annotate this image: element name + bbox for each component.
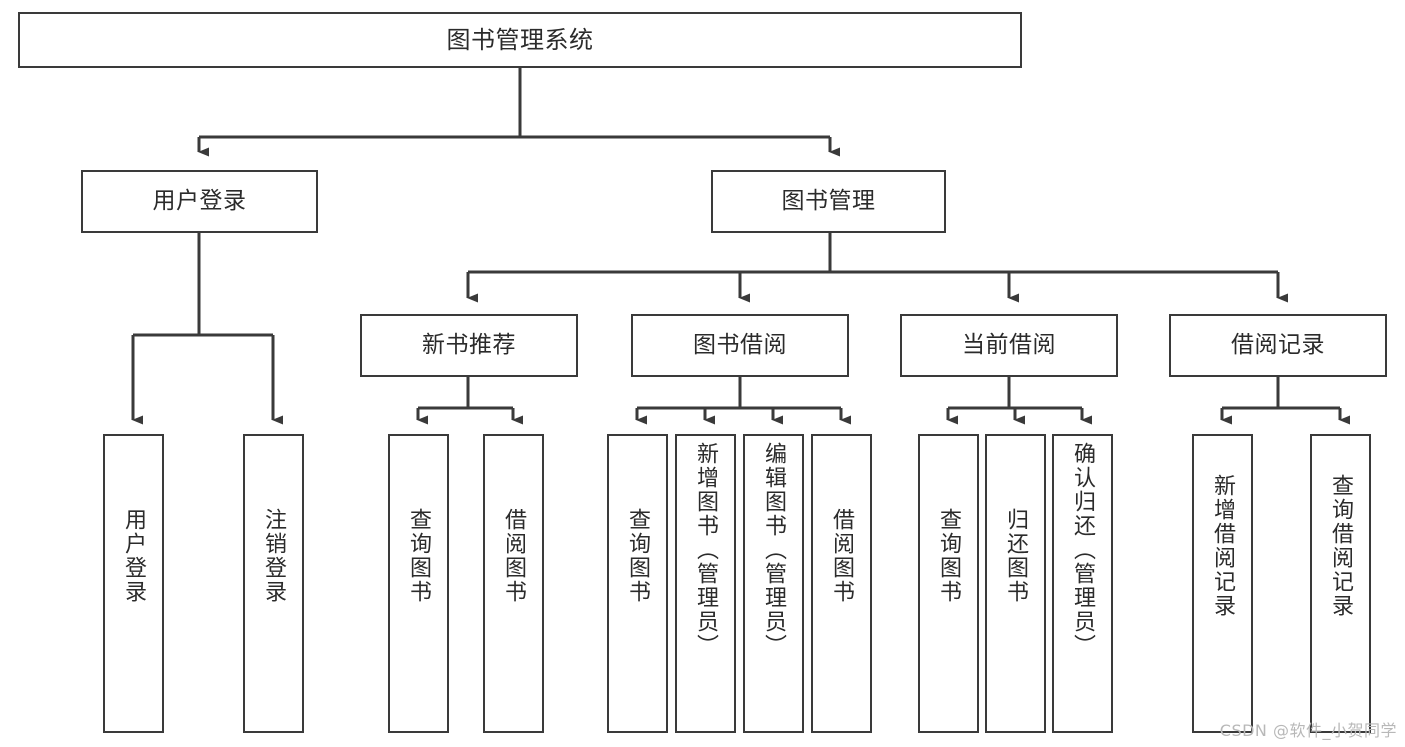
node-label: 查询借阅记录 [1328, 474, 1354, 618]
leaf-add-borrow-record[interactable]: 新增借阅记录 [1192, 434, 1253, 733]
node-label: 确认归还（管理员） [1070, 442, 1096, 658]
node-root-book-management-system[interactable]: 图书管理系统 [18, 12, 1022, 68]
leaf-edit-book-admin[interactable]: 编辑图书（管理员） [743, 434, 804, 733]
node-current-borrow[interactable]: 当前借阅 [900, 314, 1118, 377]
node-label: 当前借阅 [962, 332, 1056, 358]
node-label: 查询图书 [625, 508, 651, 604]
node-label: 新书推荐 [422, 332, 516, 358]
node-label: 归还图书 [1003, 508, 1029, 604]
leaf-borrow-book-1[interactable]: 借阅图书 [483, 434, 544, 733]
leaf-query-book-3[interactable]: 查询图书 [918, 434, 979, 733]
node-label: 借阅记录 [1231, 332, 1325, 358]
leaf-confirm-return-admin[interactable]: 确认归还（管理员） [1052, 434, 1113, 733]
leaf-logout-login[interactable]: 注销登录 [243, 434, 304, 733]
node-book-management[interactable]: 图书管理 [711, 170, 946, 233]
node-label: 用户登录 [152, 188, 247, 214]
node-label: 图书管理 [781, 188, 876, 214]
leaf-user-login[interactable]: 用户登录 [103, 434, 164, 733]
leaf-borrow-book-2[interactable]: 借阅图书 [811, 434, 872, 733]
watermark: CSDN @软件_小贺同学 [1219, 721, 1397, 740]
node-label: 借阅图书 [501, 508, 527, 604]
node-label: 图书借阅 [693, 332, 787, 358]
leaf-query-book-2[interactable]: 查询图书 [607, 434, 668, 733]
leaf-query-book-1[interactable]: 查询图书 [388, 434, 449, 733]
node-label: 查询图书 [406, 508, 432, 604]
node-borrow-record[interactable]: 借阅记录 [1169, 314, 1387, 377]
node-label: 新增借阅记录 [1210, 474, 1236, 618]
node-label: 图书管理系统 [446, 26, 594, 54]
node-label: 新增图书（管理员） [693, 442, 719, 658]
node-user-login[interactable]: 用户登录 [81, 170, 318, 233]
node-label: 注销登录 [261, 508, 287, 604]
node-new-book-recommend[interactable]: 新书推荐 [360, 314, 578, 377]
node-book-borrow[interactable]: 图书借阅 [631, 314, 849, 377]
node-label: 查询图书 [936, 508, 962, 604]
node-label: 借阅图书 [829, 508, 855, 604]
leaf-add-book-admin[interactable]: 新增图书（管理员） [675, 434, 736, 733]
leaf-query-borrow-record[interactable]: 查询借阅记录 [1310, 434, 1371, 733]
node-label: 用户登录 [121, 508, 147, 604]
leaf-return-book[interactable]: 归还图书 [985, 434, 1046, 733]
node-label: 编辑图书（管理员） [761, 442, 787, 658]
